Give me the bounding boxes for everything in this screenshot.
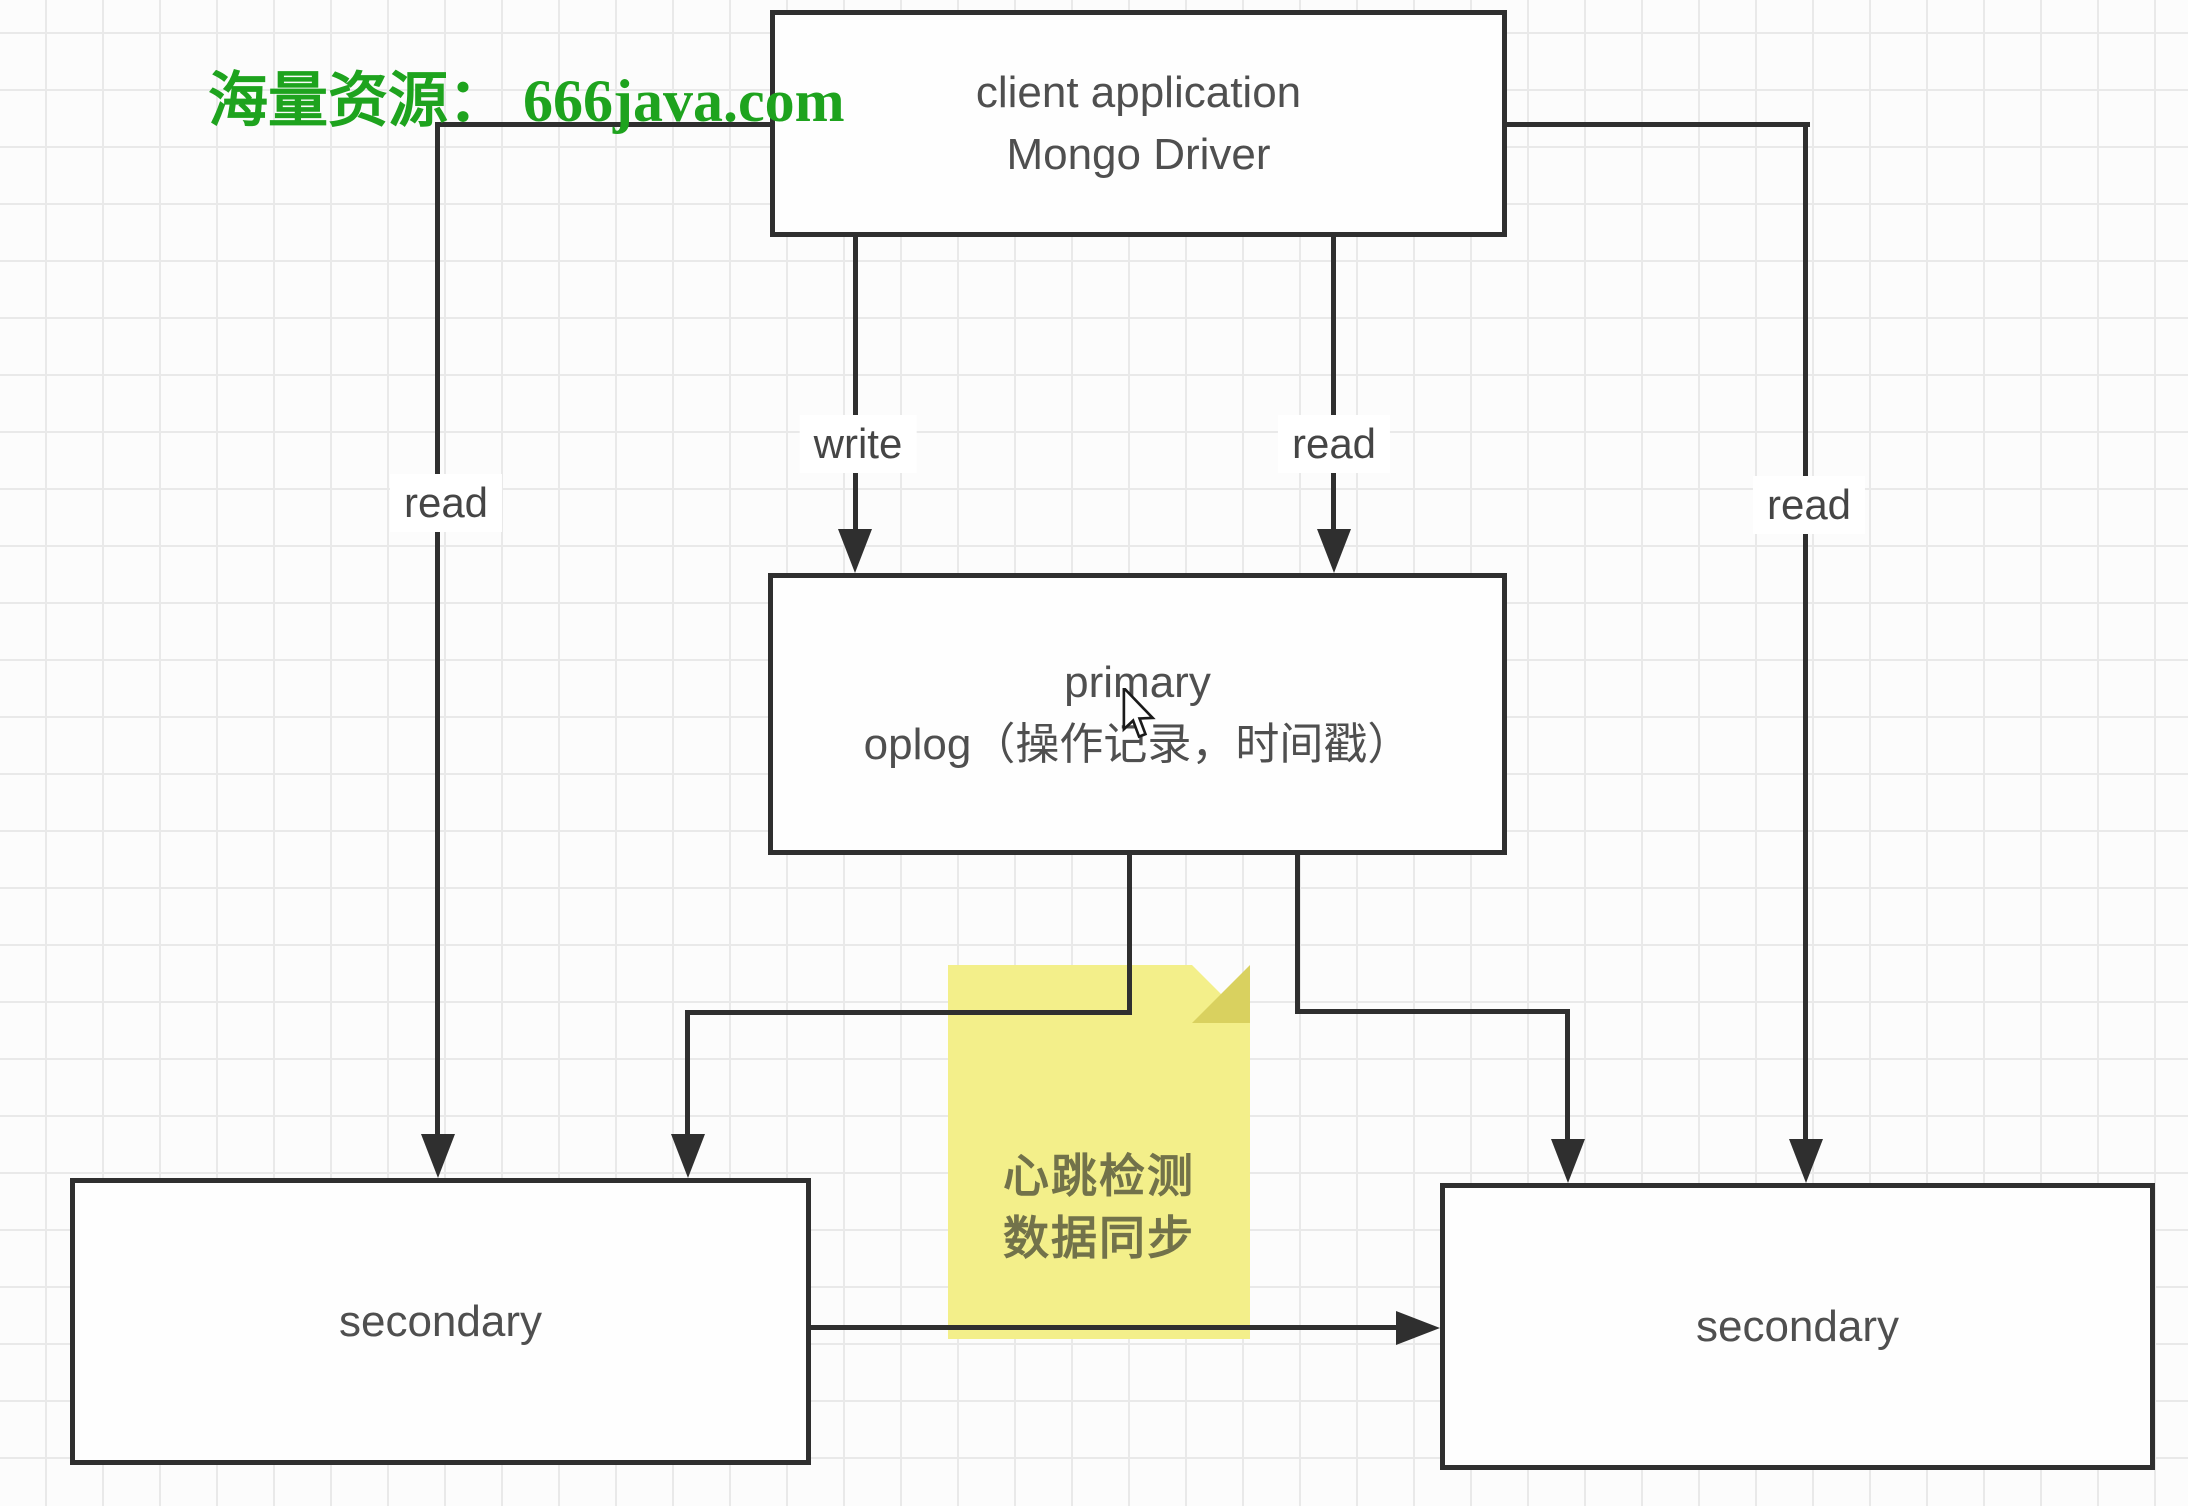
node-client-line1: client application	[975, 67, 1302, 117]
edge-label-read-left: read	[389, 474, 503, 532]
node-secondary-right-label: secondary	[1695, 1301, 1899, 1351]
edge-primary-to-right-secondary-arrowhead-icon	[1551, 1139, 1585, 1183]
edge-read-left-arrowhead-icon	[421, 1134, 455, 1178]
node-secondary-left-label: secondary	[338, 1296, 542, 1346]
edge-read-center-vertical	[1331, 237, 1336, 533]
edge-write-vertical	[853, 237, 858, 533]
edge-label-read-center: read	[1277, 415, 1391, 473]
edge-write-arrowhead-icon	[838, 529, 872, 573]
edge-read-right-arrowhead-icon	[1789, 1139, 1823, 1183]
edge-label-write: write	[799, 415, 917, 473]
node-primary: primary oplog（操作记录，时间戳）	[768, 573, 1507, 855]
node-primary-line1: primary	[1064, 658, 1211, 707]
edge-secondary-sync-horizontal	[811, 1325, 1396, 1330]
sticky-note-fold-corner-icon	[1192, 965, 1250, 1023]
edge-primary-to-right-secondary-stub	[1295, 855, 1300, 1014]
edge-primary-to-right-secondary-vertical	[1565, 1009, 1570, 1139]
edge-secondary-sync-arrowhead-icon	[1396, 1311, 1440, 1345]
edge-primary-to-left-secondary-horizontal	[685, 1010, 1132, 1015]
edge-primary-to-left-secondary-vertical	[685, 1010, 690, 1138]
edge-read-right-vertical	[1803, 122, 1808, 1143]
mouse-cursor-icon	[1122, 684, 1162, 749]
edge-primary-to-left-secondary-arrowhead-icon	[671, 1134, 705, 1178]
edge-read-right-horizontal	[1500, 122, 1810, 127]
sticky-note: 心跳检测 数据同步	[948, 965, 1250, 1339]
watermark-text: 海量资源： 666java.com	[208, 68, 845, 134]
node-secondary-right: secondary	[1440, 1183, 2155, 1470]
sticky-note-line2: 数据同步	[1003, 1212, 1195, 1264]
edge-read-left-vertical	[435, 122, 440, 1138]
edge-label-read-right: read	[1752, 476, 1866, 534]
sticky-note-line1: 心跳检测	[1003, 1150, 1195, 1202]
edge-read-center-arrowhead-icon	[1317, 529, 1351, 573]
node-client-application: client application Mongo Driver	[770, 10, 1507, 237]
node-secondary-left: secondary	[70, 1178, 811, 1465]
edge-primary-to-left-secondary-stub	[1127, 855, 1132, 1015]
node-client-line2: Mongo Driver	[1006, 129, 1271, 179]
edge-read-left-horizontal	[435, 122, 775, 127]
edge-primary-to-right-secondary-horizontal	[1295, 1009, 1570, 1014]
